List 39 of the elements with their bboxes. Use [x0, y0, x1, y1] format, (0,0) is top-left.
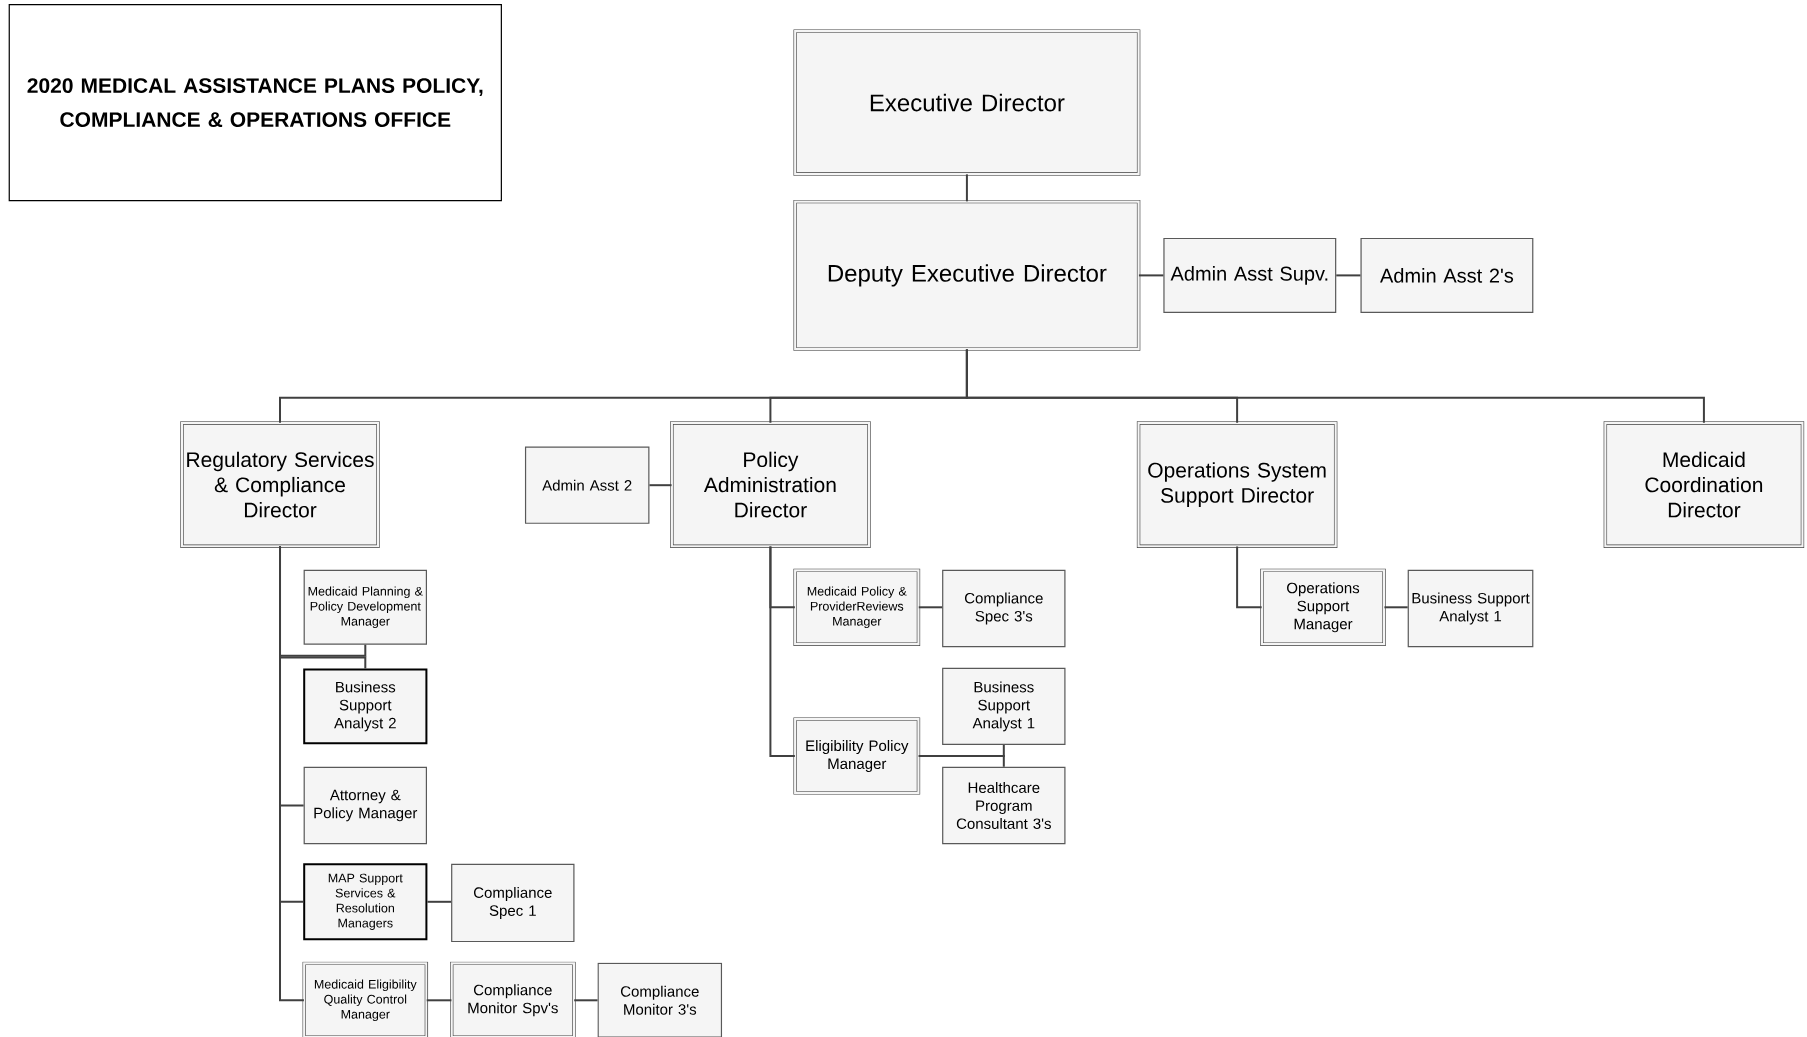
org-box: Executive Director [793, 29, 1141, 176]
org-box: Business Support Analyst 1 [1407, 569, 1534, 648]
org-box: Medicaid Coordination Director [1603, 421, 1805, 548]
connector-line [279, 545, 305, 1002]
connector-line [965, 173, 968, 203]
org-box: Admin Asst Supv. [1163, 237, 1337, 313]
org-box: Regulatory Services & Compliance Director [180, 421, 380, 548]
connector-line [1137, 274, 1165, 277]
org-box: Healthcare Program Consultant 3's [942, 766, 1066, 845]
org-box: Eligibility Policy Manager [793, 717, 921, 795]
org-box: Attorney & Policy Manager [303, 766, 427, 845]
org-box: Operations Support Manager [1260, 568, 1386, 646]
connector-line [917, 755, 1005, 768]
connector-line [1236, 545, 1263, 609]
org-box: Medicaid Planning & Policy Development Manager [303, 569, 427, 645]
org-box: Medicaid Eligibility Quality Control Manager [302, 961, 429, 1037]
org-box: Business Support Analyst 2 [303, 668, 428, 745]
title-box: 2020 MEDICAL ASSISTANCE PLANS POLICY, COMPLIANCE & OPERATIONS OFFICE [8, 4, 502, 202]
org-box: Business Support Analyst 1 [942, 667, 1066, 746]
org-box: Compliance Spec 3's [942, 569, 1066, 648]
org-box: Compliance Monitor Spv's [450, 961, 576, 1037]
connector-line [648, 484, 673, 487]
org-box: Admin Asst 2 [524, 446, 650, 524]
org-box: Deputy Executive Director [793, 199, 1141, 351]
connector-line [426, 900, 453, 903]
connector-line [425, 999, 453, 1002]
org-box: Medicaid Policy & ProviderReviews Manager [793, 568, 921, 646]
org-box: Compliance Spec 1 [451, 863, 575, 943]
connector-line [769, 545, 796, 757]
connector-line [1383, 606, 1409, 609]
org-box: Admin Asst 2's [1360, 237, 1534, 313]
connector-line [573, 999, 599, 1002]
org-box: MAP Support Services & Resolution Managers [303, 863, 428, 941]
org-box: Policy Administration Director [670, 421, 871, 548]
org-box: Compliance Monitor 3's [597, 962, 723, 1037]
org-box: Operations System Support Director [1136, 421, 1338, 548]
connector-line [965, 348, 1705, 424]
connector-line [917, 606, 944, 609]
connector-line [1335, 274, 1362, 277]
